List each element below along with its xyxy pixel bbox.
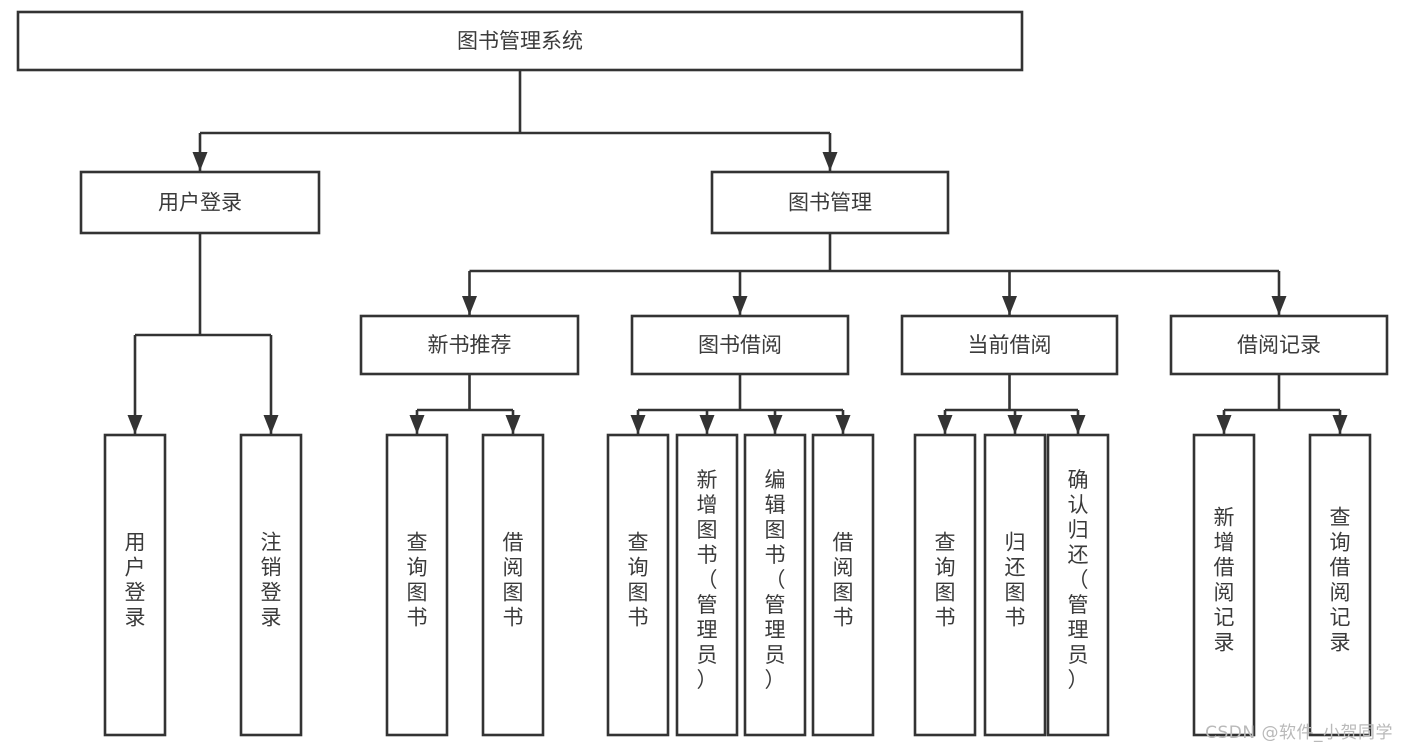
node-label-root: 图书管理系统 (457, 29, 583, 53)
node-label-leaf-return-book: 归还图书 (1005, 531, 1026, 630)
node-book-manage[interactable]: 图书管理 (710, 170, 950, 235)
node-leaf-add-borrow-record[interactable]: 新增借阅记录 (1192, 433, 1256, 737)
node-label-leaf-confirm-return: 确认归还（管理员） (1068, 468, 1089, 692)
node-leaf-user-logout[interactable]: 注销登录 (239, 433, 303, 737)
arrowhead-icon (1002, 296, 1017, 315)
node-label-leaf-user-login: 用户登录 (125, 531, 146, 630)
node-leaf-query-book-borrow[interactable]: 查询图书 (606, 433, 670, 737)
node-label-leaf-query-book-borrow: 查询图书 (628, 531, 649, 630)
node-borrow-record[interactable]: 借阅记录 (1169, 314, 1389, 376)
node-leaf-confirm-return[interactable]: 确认归还（管理员） (1046, 433, 1110, 737)
node-box-leaf-add-book (675, 433, 739, 737)
node-box-new-book-recommend (359, 314, 580, 376)
node-leaf-add-book[interactable]: 新增图书（管理员） (675, 433, 739, 737)
node-box-leaf-confirm-return (1046, 433, 1110, 737)
node-box-current-borrow (900, 314, 1119, 376)
node-current-borrow[interactable]: 当前借阅 (900, 314, 1119, 376)
node-label-leaf-borrow-book: 借阅图书 (833, 531, 854, 630)
arrowhead-icon (462, 296, 477, 315)
node-box-root (16, 10, 1024, 72)
node-label-leaf-query-borrow-record: 查询借阅记录 (1330, 506, 1351, 655)
node-label-leaf-edit-book: 编辑图书（管理员） (765, 468, 786, 692)
arrowhead-icon (1332, 415, 1348, 434)
csdn-watermark: CSDN @软件_小贺同学 (1205, 723, 1393, 743)
node-label-leaf-add-borrow-record: 新增借阅记录 (1214, 506, 1235, 655)
nodes-layer: 图书管理系统用户登录图书管理新书推荐图书借阅当前借阅借阅记录用户登录注销登录查询… (16, 10, 1389, 737)
node-label-user-login: 用户登录 (158, 191, 242, 215)
arrowhead-icon (767, 415, 783, 434)
node-box-leaf-edit-book (743, 433, 807, 737)
node-new-book-recommend[interactable]: 新书推荐 (359, 314, 580, 376)
arrowhead-icon (505, 415, 521, 434)
node-box-leaf-user-login (103, 433, 167, 737)
arrowhead-icon (835, 415, 851, 434)
node-leaf-query-book-current[interactable]: 查询图书 (913, 433, 977, 737)
arrowhead-icon (937, 415, 953, 434)
node-box-leaf-query-book-current (913, 433, 977, 737)
node-box-leaf-query-borrow-record (1308, 433, 1372, 737)
node-leaf-edit-book[interactable]: 编辑图书（管理员） (743, 433, 807, 737)
node-label-current-borrow: 当前借阅 (968, 333, 1052, 357)
node-box-leaf-query-book-recommend (385, 433, 449, 737)
node-label-new-book-recommend: 新书推荐 (428, 333, 512, 357)
arrowhead-icon (263, 415, 279, 434)
arrowhead-icon (127, 415, 143, 434)
node-label-borrow-record: 借阅记录 (1237, 333, 1321, 357)
node-box-borrow-record (1169, 314, 1389, 376)
node-user-login[interactable]: 用户登录 (79, 170, 321, 235)
node-box-leaf-query-book-borrow (606, 433, 670, 737)
arrowhead-icon (699, 415, 715, 434)
arrowhead-icon (1070, 415, 1086, 434)
arrowhead-icon (409, 415, 425, 434)
node-box-leaf-borrow-book-recommend (481, 433, 545, 737)
node-leaf-user-login[interactable]: 用户登录 (103, 433, 167, 737)
node-box-user-login (79, 170, 321, 235)
arrowhead-icon (822, 152, 838, 171)
arrowhead-icon (630, 415, 646, 434)
arrowhead-icon (1216, 415, 1232, 434)
node-label-leaf-borrow-book-recommend: 借阅图书 (503, 531, 524, 630)
node-box-leaf-add-borrow-record (1192, 433, 1256, 737)
node-book-borrow[interactable]: 图书借阅 (630, 314, 850, 376)
node-box-leaf-user-logout (239, 433, 303, 737)
node-leaf-return-book[interactable]: 归还图书 (983, 433, 1047, 737)
node-label-book-manage: 图书管理 (788, 191, 872, 215)
node-leaf-borrow-book[interactable]: 借阅图书 (811, 433, 875, 737)
node-box-leaf-return-book (983, 433, 1047, 737)
node-label-leaf-query-book-current: 查询图书 (935, 531, 956, 630)
node-leaf-query-borrow-record[interactable]: 查询借阅记录 (1308, 433, 1372, 737)
node-label-leaf-user-logout: 注销登录 (261, 531, 282, 630)
node-label-book-borrow: 图书借阅 (698, 333, 782, 357)
node-box-book-manage (710, 170, 950, 235)
node-root[interactable]: 图书管理系统 (16, 10, 1024, 72)
node-leaf-borrow-book-recommend[interactable]: 借阅图书 (481, 433, 545, 737)
node-leaf-query-book-recommend[interactable]: 查询图书 (385, 433, 449, 737)
arrowhead-icon (1271, 296, 1287, 315)
node-box-book-borrow (630, 314, 850, 376)
connectors-layer (127, 70, 1348, 434)
node-label-leaf-add-book: 新增图书（管理员） (697, 468, 718, 692)
arrowhead-icon (192, 152, 208, 171)
arrowhead-icon (1007, 415, 1023, 434)
node-label-leaf-query-book-recommend: 查询图书 (407, 531, 428, 630)
node-box-leaf-borrow-book (811, 433, 875, 737)
arrowhead-icon (732, 296, 748, 315)
